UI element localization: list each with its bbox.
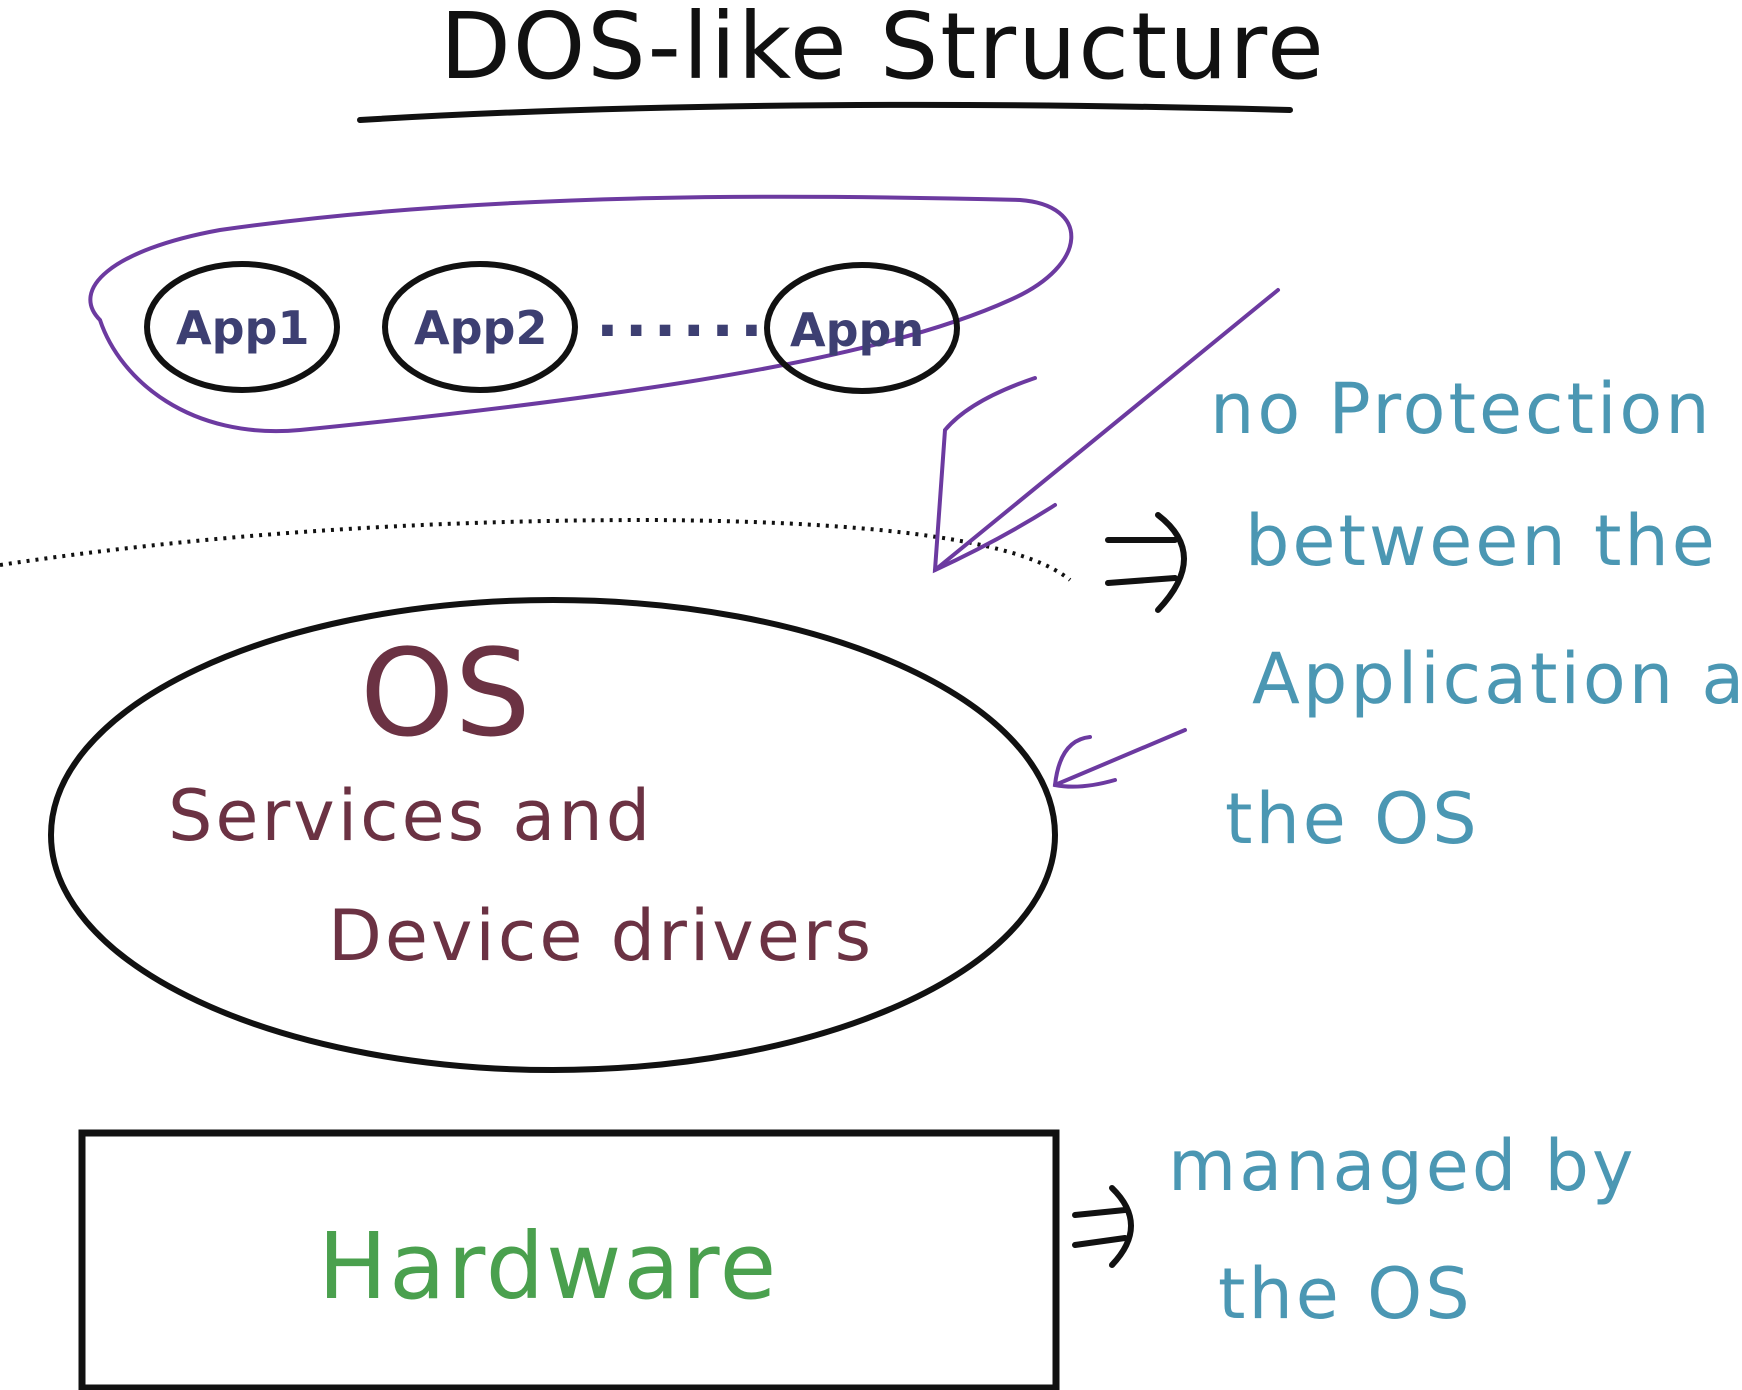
note-managed-line1: managed by <box>1168 1125 1636 1207</box>
dotted-boundary <box>0 517 1072 582</box>
app2-label: App2 <box>414 301 547 355</box>
os-arrow-shaft <box>1053 728 1187 787</box>
protection-arrow-head <box>932 376 1057 574</box>
note-protection-line4: the OS <box>1225 778 1480 860</box>
os-title: OS <box>360 625 531 764</box>
implies-arrow-2 <box>1072 1185 1134 1268</box>
note-protection-line3: Application and <box>1252 638 1742 720</box>
hardware-box <box>78 1129 1060 1390</box>
note-protection-line2: between the <box>1245 500 1718 582</box>
title-underline <box>357 101 1293 123</box>
hardware-label: Hardware <box>318 1213 778 1320</box>
note-protection-line1: no Protection <box>1210 368 1713 450</box>
apps-ellipsis: ...... <box>596 281 769 351</box>
diagram-title: DOS-like Structure <box>440 0 1326 100</box>
app1-ellipse <box>144 261 340 393</box>
protection-arrow-shaft <box>933 288 1280 572</box>
os-arrow-head <box>1052 735 1117 789</box>
implies-arrow-1 <box>1105 512 1187 613</box>
os-line1: Services and <box>168 775 653 857</box>
apps-group-outline <box>88 194 1074 434</box>
app2-ellipse <box>382 261 578 393</box>
appn-label: Appn <box>790 303 924 357</box>
os-ellipse <box>48 597 1058 1073</box>
app1-label: App1 <box>176 301 309 355</box>
appn-ellipse <box>764 262 960 394</box>
os-line2: Device drivers <box>328 895 874 977</box>
note-managed-line2: the OS <box>1218 1253 1473 1335</box>
